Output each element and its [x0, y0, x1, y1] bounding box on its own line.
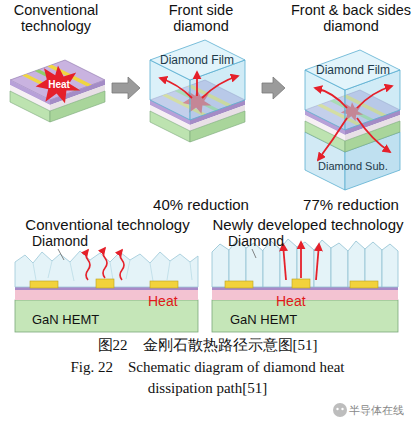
device-label: GaN HEMT [32, 312, 122, 327]
heat-arrows [315, 86, 392, 160]
new-cross-section-part [350, 281, 378, 288]
heat-arrows-part [357, 86, 392, 108]
watermark-icon [333, 403, 347, 417]
conventional-cross-section-part [150, 281, 178, 288]
new-cross-section-part [292, 279, 310, 288]
heat-label: Heat [276, 294, 316, 309]
reduction-value: 77% reduction [287, 196, 415, 213]
caption-text: 图22 金刚石散热路径示意图[51] [0, 336, 415, 354]
heading-text: Conventional technology [2, 2, 110, 34]
chip-model [10, 60, 105, 122]
conventional-cross-section-part [30, 281, 58, 288]
new-cross-section [212, 239, 398, 332]
new-cross-section-part-part [365, 242, 382, 287]
heat-arrows-part [315, 88, 347, 108]
heat-label: Heat [42, 79, 76, 91]
heat-arrows-part [318, 118, 347, 160]
watermark-icon-part [333, 403, 347, 417]
illustration-node: Front & back sides diamondDiamond FilmDi… [287, 0, 415, 215]
new-cross-section-part-part [314, 240, 331, 287]
conventional-cross-section-part [15, 251, 198, 287]
heat-arrows-part [202, 76, 238, 98]
heat-arrows-part [357, 118, 390, 152]
film-label: Diamond Film [157, 53, 237, 67]
conventional-cross-section-part [96, 279, 114, 288]
watermark-icon-part [336, 408, 338, 410]
new-cross-section-part-part [283, 244, 286, 280]
new-cross-section-part-part [246, 243, 263, 287]
heat-arrows-part [196, 72, 198, 96]
flow-arrow [112, 77, 140, 99]
new-cross-section-part-part [348, 241, 365, 287]
watermark-text: 半导体在线 [349, 403, 415, 417]
illustration-node: Front side diamondDiamond Film 40% reduct… [142, 0, 260, 215]
heading-text: Front & back sides diamond [287, 2, 415, 34]
front-diamond-chip [150, 40, 245, 142]
reduction-value: 40% reduction [142, 196, 260, 213]
illustration-node: Newly developed technologyDiamondGaN HEM… [208, 212, 408, 334]
new-cross-section-part [252, 249, 256, 258]
caption-text: Fig. 22 Schematic diagram of diamond hea… [40, 357, 375, 399]
heat-arrows [160, 72, 238, 98]
new-cross-section-part-part [331, 243, 348, 287]
double-diamond-chip [305, 50, 400, 190]
heat-label: Heat [148, 294, 188, 309]
new-cross-section-part-part [316, 244, 319, 280]
conventional-cross-section [15, 248, 198, 332]
conventional-cross-section-part-part [120, 250, 124, 280]
new-cross-section-part-part [300, 242, 302, 278]
heading-text: Newly developed technology [208, 216, 408, 233]
new-cross-section-part [225, 281, 253, 288]
conventional-cross-section-part-part [86, 250, 90, 280]
conventional-chip [10, 60, 105, 122]
flow-arrow [262, 77, 285, 99]
diamond-label: Diamond [228, 234, 308, 249]
diamond-film [305, 50, 400, 130]
new-cross-section-part-part [212, 244, 229, 287]
new-cross-section-part [283, 242, 319, 280]
illustration-node: Conventional technologyDiamondGaN HEMT He… [10, 212, 205, 334]
heat-arrows-part [160, 78, 192, 98]
illustration-node: Conventional technologyHeat [2, 0, 110, 130]
new-cross-section-part-part [382, 244, 398, 287]
conventional-cross-section-part [33, 260, 192, 281]
conventional-cross-section-part-part [103, 248, 107, 278]
watermark-icon-part [341, 408, 343, 410]
heading-text: Conventional technology [10, 216, 205, 233]
device-label: GaN HEMT [230, 312, 320, 327]
conventional-cross-section-part [58, 249, 64, 260]
substrate-label: Diamond Sub. [318, 160, 388, 173]
diamond-film [150, 40, 245, 120]
diamond-label: Diamond [32, 234, 112, 249]
heading-text: Front side diamond [142, 2, 260, 34]
conventional-cross-section-part [86, 248, 124, 280]
film-label: Diamond Film [312, 63, 394, 77]
heat-spot [36, 65, 81, 103]
